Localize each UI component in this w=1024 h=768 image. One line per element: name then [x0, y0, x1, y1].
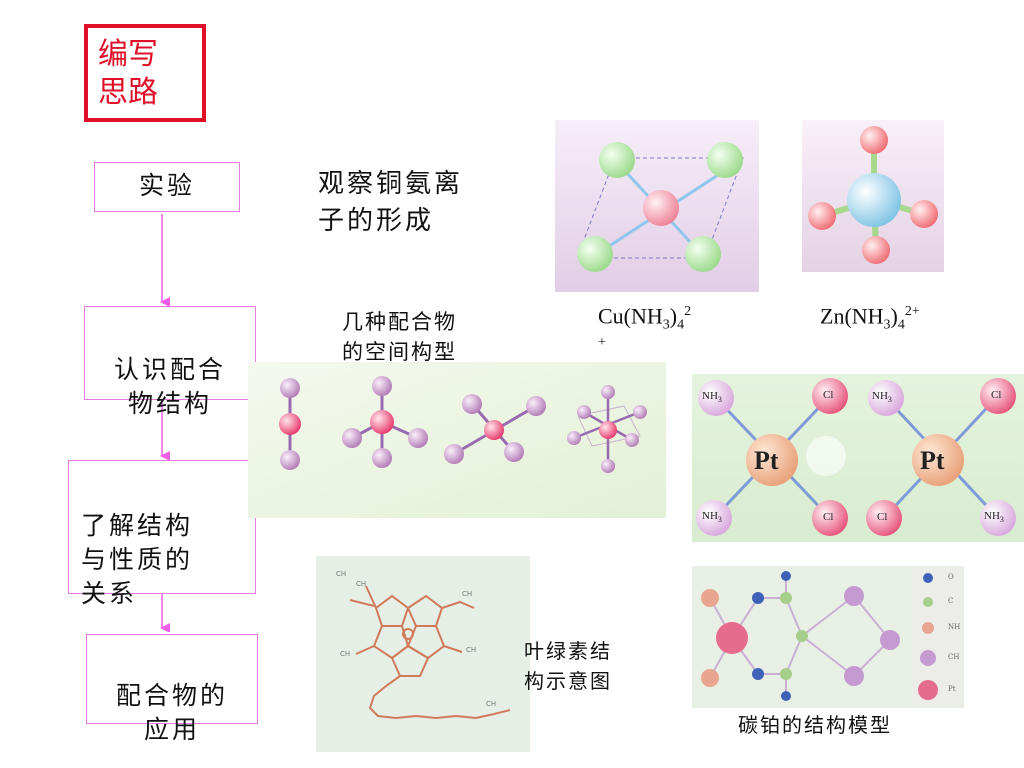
- chlorophyll-caption: 叶绿素结 构示意图: [524, 639, 612, 693]
- pt-label-left: Pt: [754, 446, 779, 475]
- zn-formula: Zn(NH3)42+: [820, 300, 970, 338]
- nh3-label-4: NH3: [984, 510, 1004, 525]
- cl-label-3: Cl: [991, 389, 1002, 401]
- step-structure: 认识配合 物结构: [84, 306, 256, 418]
- octahedral-model: [567, 385, 647, 473]
- geometry-caption: 几种配合物 的空间构型: [342, 310, 457, 364]
- cu-formula-sub2: 4: [677, 317, 685, 333]
- svg-text:CH: CH: [486, 700, 496, 708]
- pt-complexes-image: Pt Pt NH3 NH3 NH3 NH3 Cl Cl Cl Cl: [692, 374, 1024, 542]
- svg-text:CH: CH: [356, 580, 366, 588]
- cu-complex-image: [555, 120, 759, 292]
- step-experiment-label: 实验: [138, 171, 195, 200]
- svg-text:CH: CH: [336, 570, 346, 578]
- svg-text:CH: CH: [340, 650, 350, 658]
- carboplatin-caption: 碳铂的结构模型: [738, 713, 892, 737]
- linear-model: [279, 378, 301, 470]
- cu-formula-sub1: 3: [662, 317, 670, 333]
- zn-complex-image: [802, 120, 944, 272]
- zn-formula-base: Zn(NH: [820, 303, 884, 329]
- trans-platin-model: [866, 378, 1016, 536]
- nh3-label-2: NH3: [702, 510, 722, 525]
- geometry-models-image: [248, 362, 666, 518]
- title-text: 编写 思路: [98, 37, 158, 110]
- zn-formula-mid: ): [890, 303, 898, 329]
- title-box: 编写 思路: [84, 24, 206, 122]
- carboplatin-image: O C NH CH Pt: [692, 566, 964, 708]
- nh3-label-3: NH3: [872, 390, 892, 405]
- cu-formula-mid: ): [669, 303, 678, 329]
- step-application: 配合物的 应用: [86, 634, 258, 744]
- legend-nh: NH: [948, 623, 961, 631]
- cu-formula-charge: +: [598, 334, 606, 350]
- cu-formula-base: Cu(NH: [598, 303, 663, 329]
- nh3-label-1: NH3: [702, 390, 722, 405]
- zn-formula-sup: 2+: [904, 304, 920, 319]
- observe-text: 观察铜氨离 子的形成: [318, 169, 464, 236]
- legend-o: O: [948, 573, 954, 581]
- svg-text:CH: CH: [466, 646, 476, 654]
- cl-label-1: Cl: [823, 389, 834, 401]
- step-experiment: 实验: [94, 162, 240, 212]
- step-relation-label: 了解结构 与性质的 关系: [81, 511, 194, 608]
- cu-formula-sup: 2: [684, 304, 692, 319]
- step-application-label: 配合物的 应用: [115, 681, 228, 744]
- chlorophyll-image: CH CH CH CH CH CH: [316, 556, 530, 752]
- cl-label-2: Cl: [823, 511, 834, 523]
- step-structure-label: 认识配合 物结构: [113, 355, 226, 418]
- flow-arrows: [160, 214, 170, 632]
- zn-formula-sub1: 3: [883, 317, 891, 333]
- square-planar-model: [444, 394, 546, 464]
- cu-formula: Cu(NH3)42 +: [598, 300, 738, 350]
- step-relation: 了解结构 与性质的 关系: [68, 460, 256, 608]
- cl-label-4: Cl: [877, 511, 888, 523]
- cis-platin-model: [696, 378, 848, 536]
- legend-ch: CH: [948, 653, 960, 661]
- legend-pt: Pt: [948, 685, 956, 693]
- pt-label-right: Pt: [920, 446, 945, 475]
- svg-text:CH: CH: [462, 590, 472, 598]
- zn-formula-sub2: 4: [897, 317, 905, 333]
- tetrahedral-model: [342, 376, 428, 468]
- legend-c: C: [948, 597, 954, 605]
